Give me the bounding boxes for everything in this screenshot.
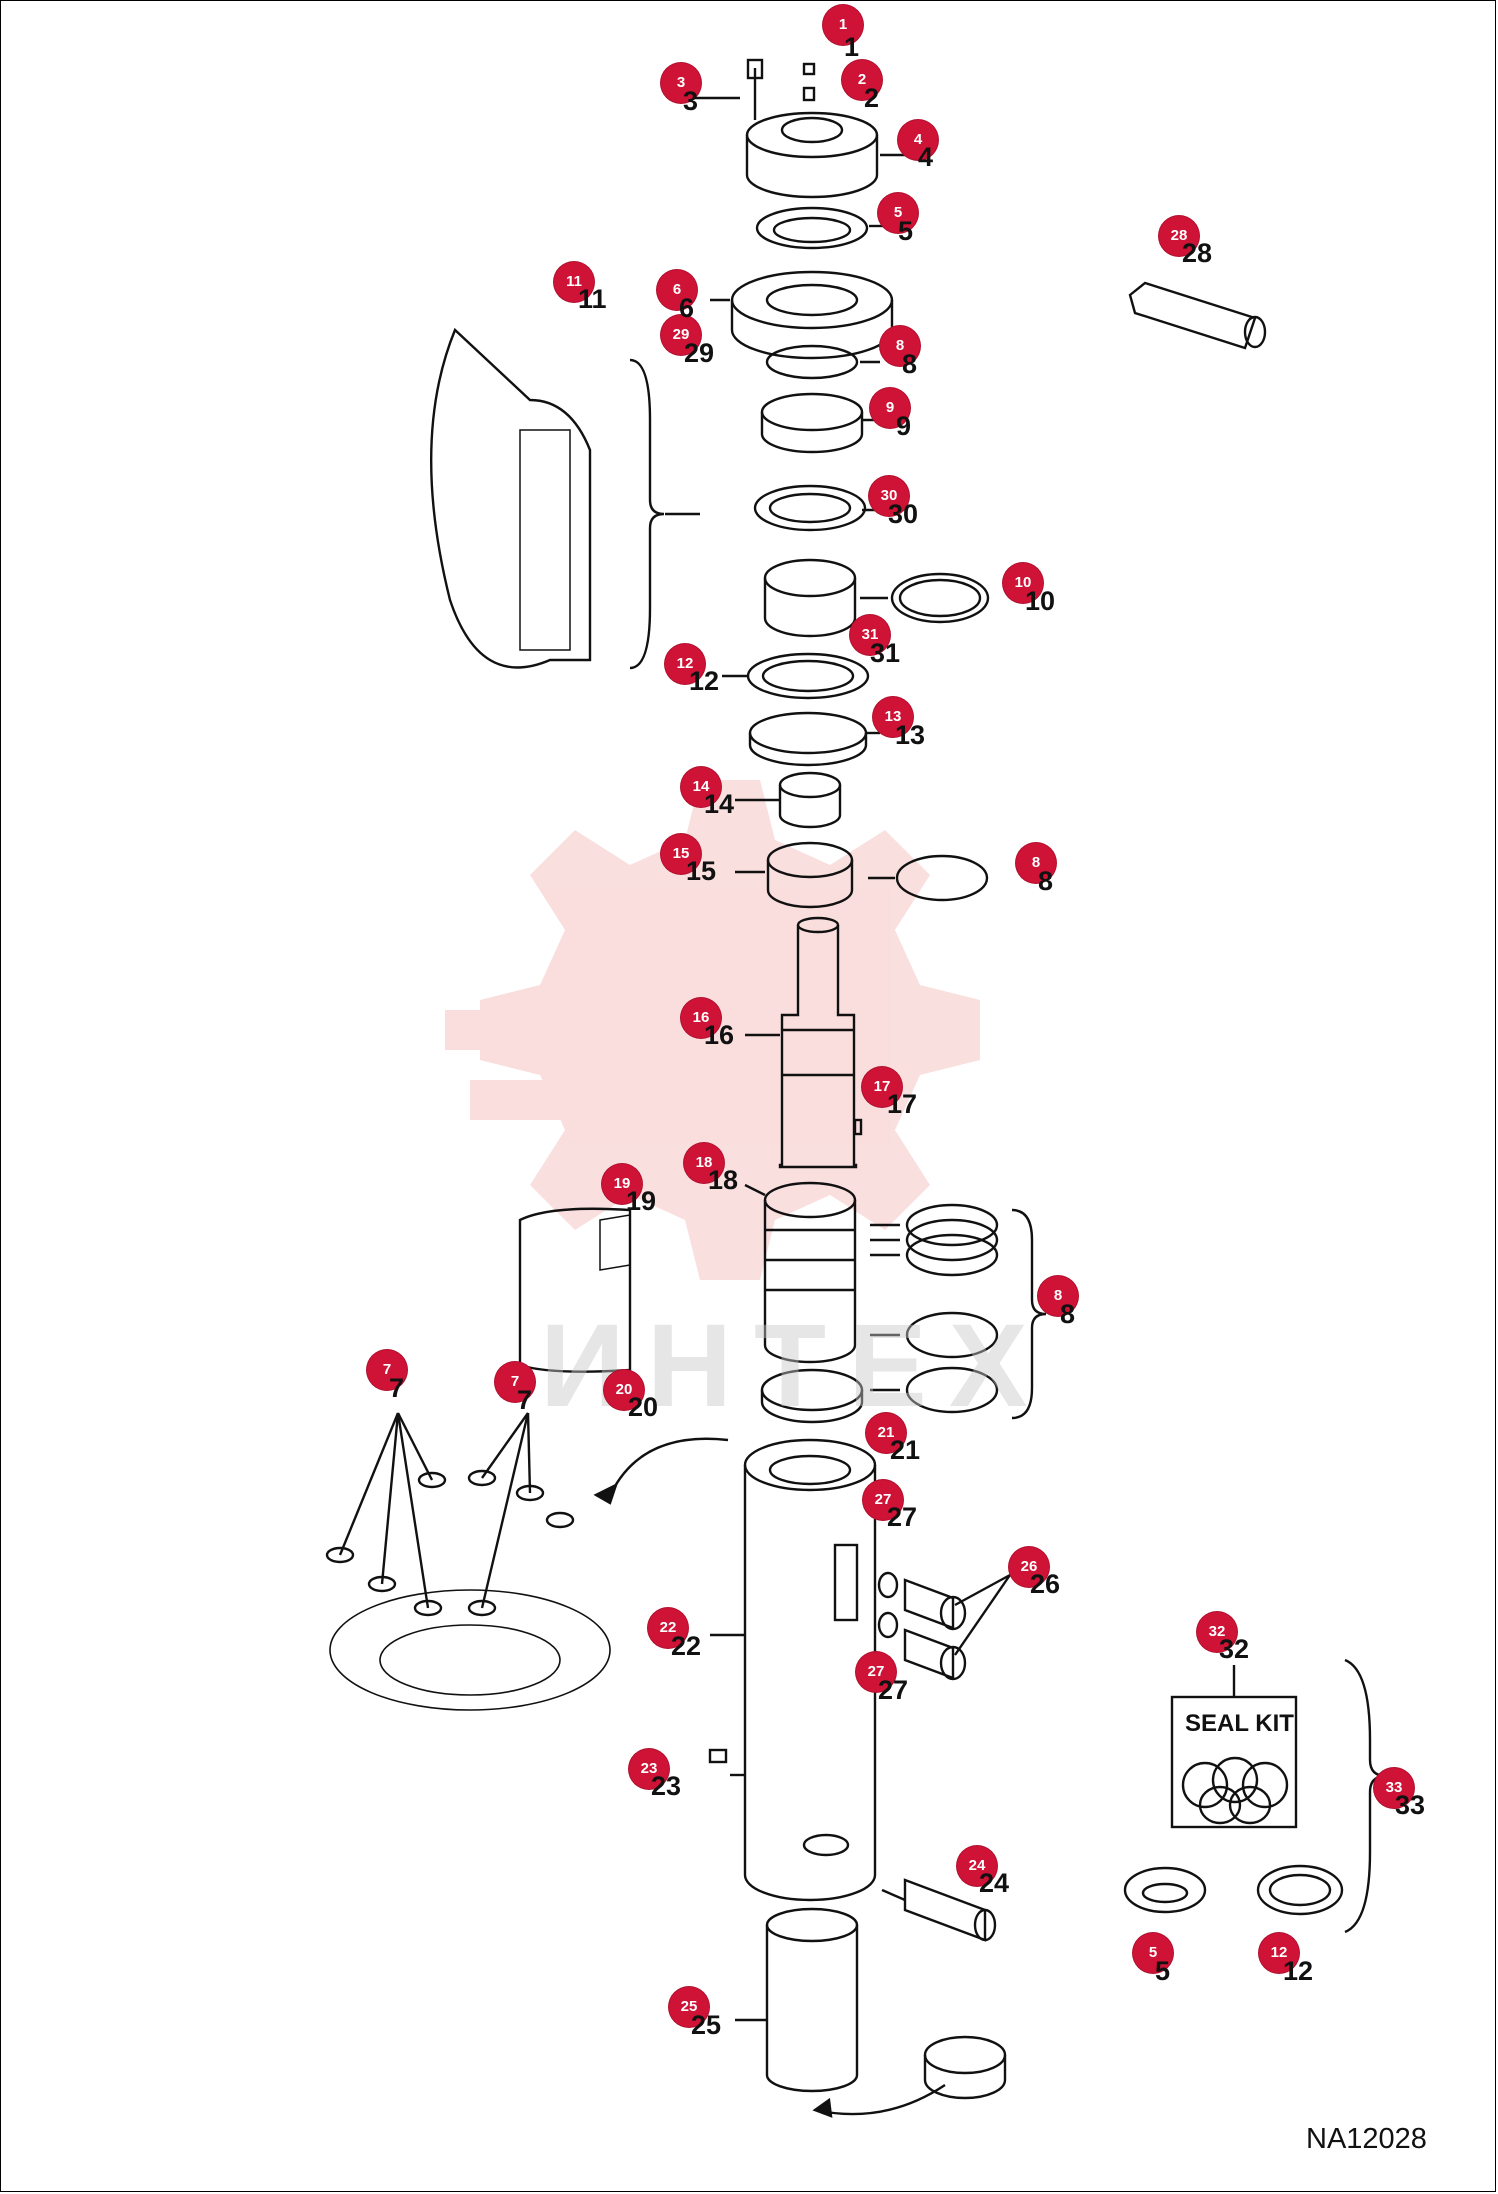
callout-5[interactable]: 5 — [878, 193, 918, 233]
part-label-32: 32 — [1219, 1634, 1250, 1664]
callout-23[interactable]: 23 — [629, 1749, 669, 1789]
callout-14[interactable]: 14 — [681, 767, 721, 807]
callout-8b[interactable]: 8 — [1016, 843, 1056, 883]
part-label-30: 30 — [888, 499, 919, 529]
part-label-12: 12 — [689, 666, 720, 696]
callout-13[interactable]: 13 — [873, 697, 913, 737]
part-label-16: 16 — [704, 1020, 735, 1050]
part-label-1: 1 — [844, 32, 860, 62]
part-label-26: 26 — [1030, 1569, 1061, 1599]
callout-28[interactable]: 28 — [1159, 216, 1199, 256]
part-label-29: 29 — [684, 338, 715, 368]
callout-15[interactable]: 15 — [661, 834, 701, 874]
callout-25[interactable]: 25 — [669, 1987, 709, 2027]
part-label-2: 2 — [864, 83, 880, 113]
drawing-id: NA12028 — [1306, 2123, 1427, 2155]
part-label-10: 10 — [1025, 586, 1056, 616]
callout-9[interactable]: 9 — [870, 388, 910, 428]
callout-7b[interactable]: 7 — [495, 1362, 535, 1402]
callout-3[interactable]: 3 — [661, 63, 701, 103]
part-label-5b: 5 — [1155, 1956, 1171, 1986]
part-label-7: 7 — [389, 1373, 405, 1403]
part-label-17: 17 — [887, 1089, 918, 1119]
callout-8c[interactable]: 8 — [1038, 1276, 1078, 1316]
callout-5b[interactable]: 5 — [1133, 1933, 1173, 1973]
part-label-5: 5 — [898, 216, 914, 246]
callout-7[interactable]: 7 — [367, 1350, 407, 1390]
callout-1[interactable]: 1 — [823, 5, 863, 45]
callout-4[interactable]: 4 — [898, 120, 938, 160]
part-label-23: 23 — [651, 1771, 682, 1801]
part-label-11: 11 — [578, 284, 607, 314]
part-label-13: 13 — [895, 720, 926, 750]
parts — [325, 58, 1387, 2118]
part-label-20: 20 — [628, 1392, 659, 1422]
part-label-31: 31 — [870, 638, 901, 668]
callout-29[interactable]: 29 — [661, 315, 701, 355]
callout-27b[interactable]: 27 — [856, 1652, 896, 1692]
part-label-22: 22 — [671, 1631, 702, 1661]
part-label-15: 15 — [686, 856, 717, 886]
part-label-14: 14 — [704, 789, 735, 819]
seal-kit-label: SEAL KIT — [1185, 1710, 1294, 1737]
callout-16[interactable]: 16 — [681, 998, 721, 1038]
part-label-28: 28 — [1182, 238, 1213, 268]
part-label-8: 8 — [902, 349, 918, 379]
part-label-9: 9 — [896, 411, 912, 441]
part-label-6: 6 — [679, 293, 695, 323]
callout-30[interactable]: 30 — [869, 476, 909, 516]
callout-22[interactable]: 22 — [648, 1608, 688, 1648]
callout-18[interactable]: 18 — [684, 1143, 724, 1183]
callout-21[interactable]: 21 — [866, 1413, 906, 1453]
part-label-24: 24 — [979, 1868, 1010, 1898]
callout-33[interactable]: 33 — [1374, 1768, 1414, 1808]
part-label-18: 18 — [708, 1165, 739, 1195]
callout-11[interactable]: 11 — [554, 262, 594, 302]
callout-2[interactable]: 2 — [842, 60, 882, 100]
part-label-25: 25 — [691, 2010, 722, 2040]
callout-12[interactable]: 12 — [665, 644, 705, 684]
callout-31[interactable]: 31 — [850, 615, 890, 655]
part-label-7b: 7 — [517, 1385, 533, 1415]
part-label-27: 27 — [887, 1502, 918, 1532]
callout-32[interactable]: 32 — [1197, 1612, 1237, 1652]
part-label-19: 19 — [626, 1186, 657, 1216]
callout-8[interactable]: 8 — [880, 326, 920, 366]
callout-19[interactable]: 19 — [602, 1164, 642, 1204]
callout-10[interactable]: 10 — [1003, 563, 1043, 603]
callout-24[interactable]: 24 — [957, 1846, 997, 1886]
callout-12b[interactable]: 12 — [1259, 1933, 1299, 1973]
part-label-4: 4 — [918, 142, 934, 172]
part-label-27b: 27 — [878, 1675, 909, 1705]
part-label-8c: 8 — [1060, 1299, 1076, 1329]
part-label-21: 21 — [890, 1435, 921, 1465]
watermark-text: ИНТЕХ — [540, 1300, 1050, 1432]
callout-26[interactable]: 26 — [1009, 1547, 1049, 1587]
part-label-3: 3 — [683, 86, 699, 116]
callout-17[interactable]: 17 — [862, 1067, 902, 1107]
part-label-33: 33 — [1395, 1790, 1426, 1820]
callout-27[interactable]: 27 — [863, 1480, 903, 1520]
part-label-12b: 12 — [1283, 1956, 1314, 1986]
part-label-8b: 8 — [1038, 866, 1054, 896]
callout-20[interactable]: 20 — [604, 1370, 644, 1410]
callout-6[interactable]: 6 — [657, 270, 697, 310]
